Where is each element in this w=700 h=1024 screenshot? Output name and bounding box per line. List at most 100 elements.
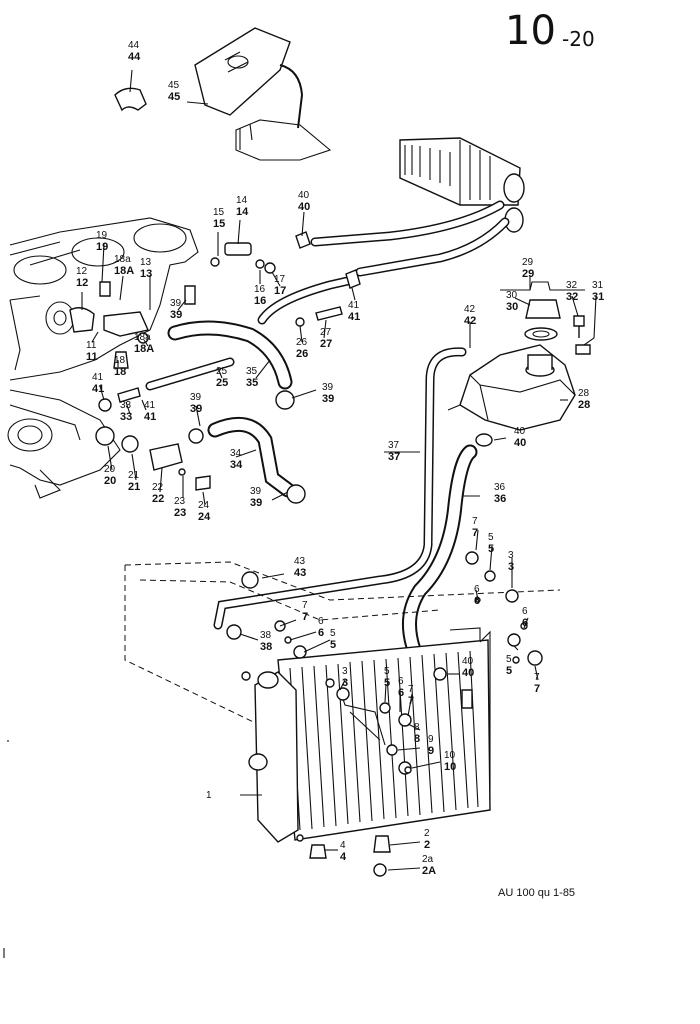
part-label-p21-repeat: 21 (128, 481, 140, 493)
part-label-p6c: 6 (522, 606, 528, 617)
part-label-p41b: 41 (92, 372, 104, 383)
part-label-p12: 12 (76, 266, 88, 277)
part-label-p16-repeat: 16 (254, 295, 266, 307)
part-label-p18ab: 18a (134, 332, 151, 343)
part-label-p39c: 39 (190, 392, 202, 403)
part-label-p36: 36 (494, 482, 506, 493)
part-label-p8-repeat: 8 (414, 733, 420, 745)
part-label-p43-repeat: 43 (294, 567, 306, 579)
part-label-p7b: 7 (302, 600, 308, 611)
part-label-p41c: 41 (144, 400, 156, 411)
part-label-p5a: 5 (488, 532, 494, 543)
part-label-p18: 18 (114, 355, 126, 366)
part-label-p39d: 39 (250, 486, 262, 497)
part-label-p34: 34 (230, 448, 242, 459)
radiator-area-outline (124, 561, 561, 731)
reservoir-bracket-assembly (114, 27, 332, 161)
part-label-p13-repeat: 13 (140, 268, 152, 280)
part-label-p28: 28 (578, 388, 590, 399)
part-label-p4: 4 (340, 840, 346, 851)
part-label-p41a-repeat: 41 (348, 311, 360, 323)
part-label-p18-repeat: 18 (114, 366, 126, 378)
part-label-p27: 27 (320, 327, 332, 338)
part-label-p12-repeat: 12 (76, 277, 88, 289)
part-label-p2a-repeat: 2A (422, 865, 436, 877)
section-number: 10 (505, 8, 556, 54)
part-label-p32: 32 (566, 280, 578, 291)
screw (573, 315, 585, 338)
part-label-p3b: 3 (342, 666, 348, 677)
part-label-p5c-repeat: 5 (506, 665, 512, 677)
part-label-p9-repeat: 9 (428, 745, 434, 757)
part-label-p40a-repeat: 40 (298, 201, 310, 213)
part-label-p5c: 5 (506, 654, 512, 665)
part-label-p15: 15 (213, 207, 225, 218)
part-label-p23-repeat: 23 (174, 507, 186, 519)
part-label-p14: 14 (236, 195, 248, 206)
part-label-p42-repeat: 42 (464, 315, 476, 327)
drawing-reference: AU 100 qu 1-85 (498, 887, 575, 899)
part-label-p32-repeat: 32 (566, 291, 578, 303)
part-label-p33: 33 (120, 400, 132, 411)
part-label-p34-repeat: 34 (230, 459, 243, 471)
heater-hoses (257, 200, 510, 325)
part-label-p45-repeat: 45 (168, 91, 180, 103)
part-label-p26-repeat: 26 (296, 348, 308, 360)
part-label-p40a: 40 (298, 190, 310, 201)
part-label-p25-repeat: 25 (216, 377, 228, 389)
part-label-p11-repeat: 11 (86, 351, 98, 363)
part-label-p30: 30 (506, 290, 518, 301)
part-label-p6b-repeat: 6 (318, 627, 324, 639)
part-label-p40c: 40 (462, 656, 474, 667)
part-label-p6d: 6 (398, 676, 404, 687)
part-label-p37: 37 (388, 440, 400, 451)
part-label-p39d-repeat: 39 (250, 497, 262, 509)
part-label-p8: 8 (414, 722, 420, 733)
part-label-p38-repeat: 38 (260, 641, 272, 653)
part-label-p18a: 18a (114, 254, 131, 265)
part-label-p29-repeat: 29 (522, 268, 534, 280)
part-label-p44: 44 (128, 40, 140, 51)
part-label-p2: 2 (424, 828, 430, 839)
part-label-p3a-repeat: 3 (508, 561, 514, 573)
part-label-p3b-repeat: 3 (342, 677, 348, 689)
part-label-p23: 23 (174, 496, 186, 507)
part-label-p25: 25 (216, 366, 228, 377)
part-label-p40b: 40 (514, 426, 526, 437)
part-label-p42: 42 (464, 304, 476, 315)
part-label-p2a: 2a (422, 854, 434, 865)
part-label-p41b-repeat: 41 (92, 383, 104, 395)
leader-lines (81, 69, 597, 871)
part-label-p7a-repeat: 7 (472, 527, 478, 539)
part-label-p6d-repeat: 6 (398, 687, 404, 699)
upper-coolant-hose (167, 320, 293, 390)
part-label-p13: 13 (140, 257, 152, 268)
part-label-p41a: 41 (348, 300, 360, 311)
part-label-p7d-repeat: 7 (408, 695, 414, 707)
part-label-p35: 35 (246, 366, 258, 377)
part-label-p5b-repeat: 5 (330, 639, 336, 651)
part-label-p7d: 7 (408, 684, 414, 695)
part-label-p1: 1 (206, 790, 212, 801)
part-label-p10-repeat: 10 (444, 761, 456, 773)
engine-fittings (69, 231, 361, 504)
part-label-p24: 24 (198, 500, 210, 511)
part-label-p19: 19 (96, 230, 108, 241)
part-label-p22-repeat: 22 (152, 493, 164, 505)
part-label-p31: 31 (592, 280, 604, 291)
part-label-p43: 43 (294, 556, 306, 567)
part-label-p39c-repeat: 39 (190, 403, 202, 415)
part-label-p33-repeat: 33 (120, 411, 132, 423)
lower-bypass-hose (207, 416, 296, 498)
part-label-p20-repeat: 20 (104, 475, 116, 487)
part-label-p36-repeat: 36 (494, 493, 506, 505)
part-label-p5d-repeat: 5 (384, 677, 390, 689)
part-label-p18a-repeat: 18A (114, 265, 134, 277)
part-label-p39a-repeat: 39 (170, 309, 182, 321)
part-label-p20: 20 (104, 464, 116, 475)
part-number-callouts: 44444545141415154040191918a18A1313121216… (76, 40, 604, 877)
part-label-p5a-repeat: 5 (488, 543, 494, 555)
subsection-number: -20 (562, 27, 595, 51)
part-label-p17: 17 (274, 274, 286, 285)
